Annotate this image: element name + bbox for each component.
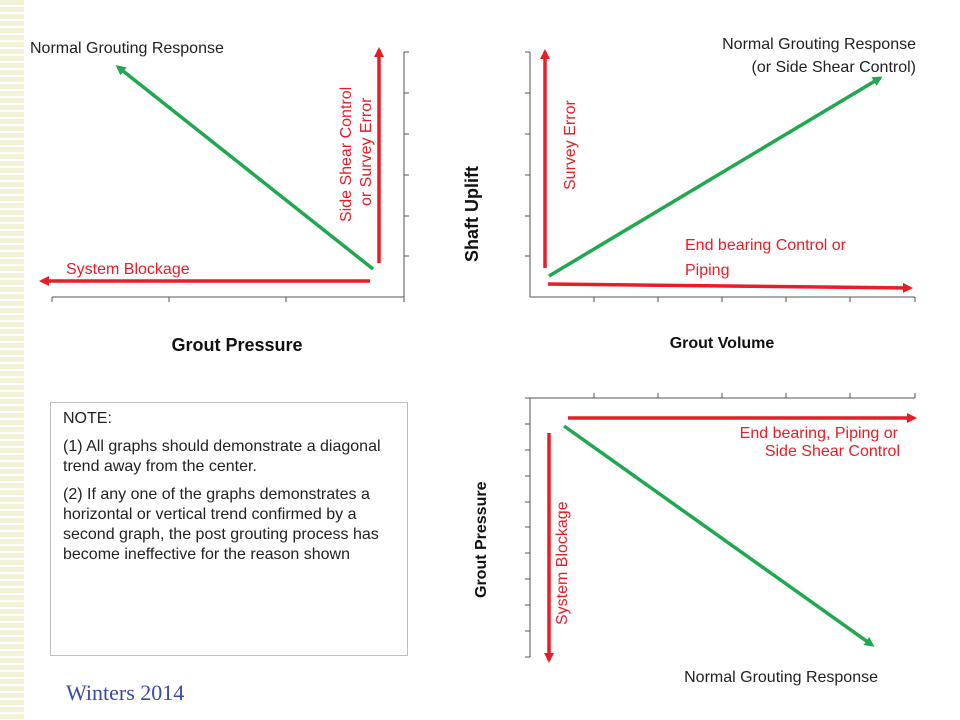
decorative-side-stripe xyxy=(0,0,24,720)
graph1-side-shear-label-1: Side Shear Control xyxy=(338,87,355,222)
graph1-axes xyxy=(51,51,409,302)
graph2-normal-arrow xyxy=(548,76,883,278)
graph2-normal-label-2: (or Side Shear Control) xyxy=(751,59,916,76)
note-paragraph-2: (2) If any one of the graphs demonstrate… xyxy=(63,486,379,563)
graph1: Normal Grouting Response Side Shear Cont… xyxy=(30,40,409,355)
graph3-normal-label: Normal Grouting Response xyxy=(684,669,878,686)
graph2-end-bearing-label-2: Piping xyxy=(685,262,729,279)
graph3-y-axis-label: Grout Pressure xyxy=(473,481,490,598)
graph2-end-bearing-label-1: End bearing Control or xyxy=(685,237,847,254)
signature: Winters 2014 xyxy=(66,680,185,705)
graph3-end-bearing-label-1: End bearing, Piping or xyxy=(740,425,899,442)
graph2: Normal Grouting Response (or Side Shear … xyxy=(462,36,916,352)
graph2-normal-label-1: Normal Grouting Response xyxy=(722,36,916,53)
graph3-normal-arrow xyxy=(562,424,875,647)
graph1-side-shear-label-2: or Survey Error xyxy=(358,97,375,206)
note-title: NOTE: xyxy=(63,410,112,427)
graph1-x-axis-label: Grout Pressure xyxy=(171,335,302,355)
graph2-x-axis-label: Grout Volume xyxy=(670,335,775,352)
graph2-axes xyxy=(525,51,916,302)
graph3-axes xyxy=(525,393,916,658)
graph1-blockage-label: System Blockage xyxy=(66,261,190,278)
graph2-end-bearing-arrow xyxy=(547,282,913,293)
graph3-blockage-label: System Blockage xyxy=(554,501,571,625)
graph3: System Blockage End bearing, Piping or S… xyxy=(473,393,917,686)
note-paragraph-1: (1) All graphs should demonstrate a diag… xyxy=(63,438,381,475)
graph2-y-axis-label: Shaft Uplift xyxy=(462,166,482,262)
note-box: NOTE: (1) All graphs should demonstrate … xyxy=(50,402,408,656)
graph1-normal-arrow xyxy=(115,65,375,271)
graph3-end-bearing-label-2: Side Shear Control xyxy=(765,443,900,460)
graph1-normal-label: Normal Grouting Response xyxy=(30,40,224,57)
graph2-survey-label: Survey Error xyxy=(562,100,579,190)
